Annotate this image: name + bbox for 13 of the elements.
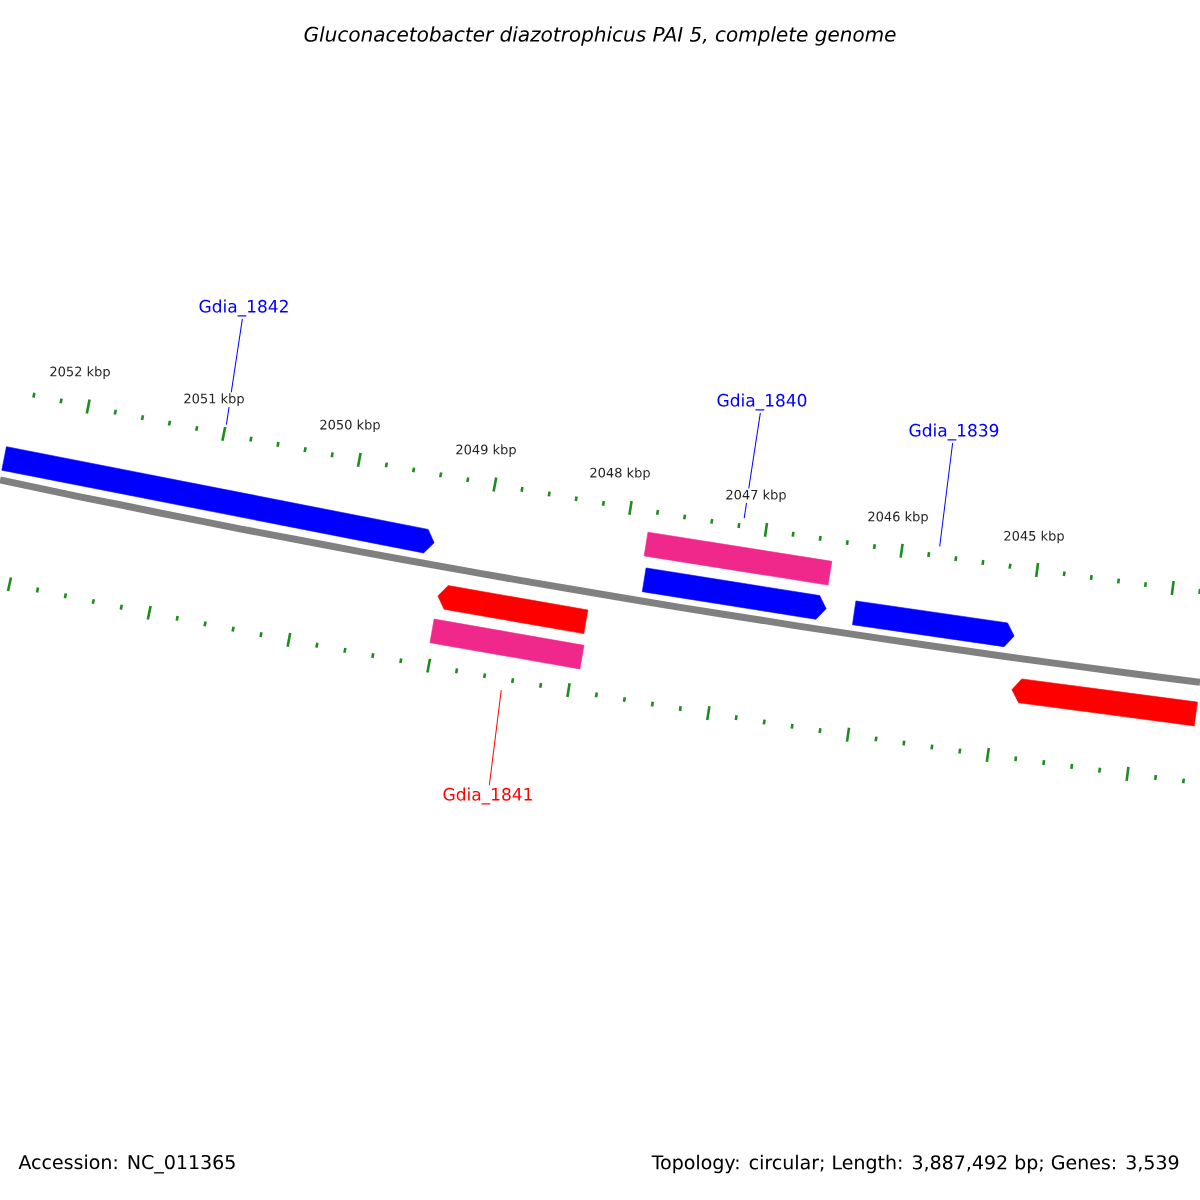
- gene-arrow: [429, 618, 585, 670]
- gene-label: Gdia_1842: [199, 299, 288, 317]
- gene-label: Gdia_1841: [443, 787, 532, 805]
- gene-arrow: [643, 531, 833, 586]
- leader-line: [939, 442, 954, 547]
- footer-text: Accession: NC_011365: [18, 1154, 235, 1174]
- title: Gluconacetobacter diazotrophicus PAI 5, complete genome: [304, 26, 896, 46]
- gene-arrow: [1, 446, 435, 554]
- gene-label: Gdia_1840: [717, 393, 807, 411]
- leader-line: [488, 689, 502, 786]
- footer-text: Topology: circular; Length: 3,887,492 bp; Genes: 3,539: [651, 1154, 1179, 1174]
- gene-label: Gdia_1839: [909, 423, 999, 441]
- gene-arrow: [852, 600, 1015, 647]
